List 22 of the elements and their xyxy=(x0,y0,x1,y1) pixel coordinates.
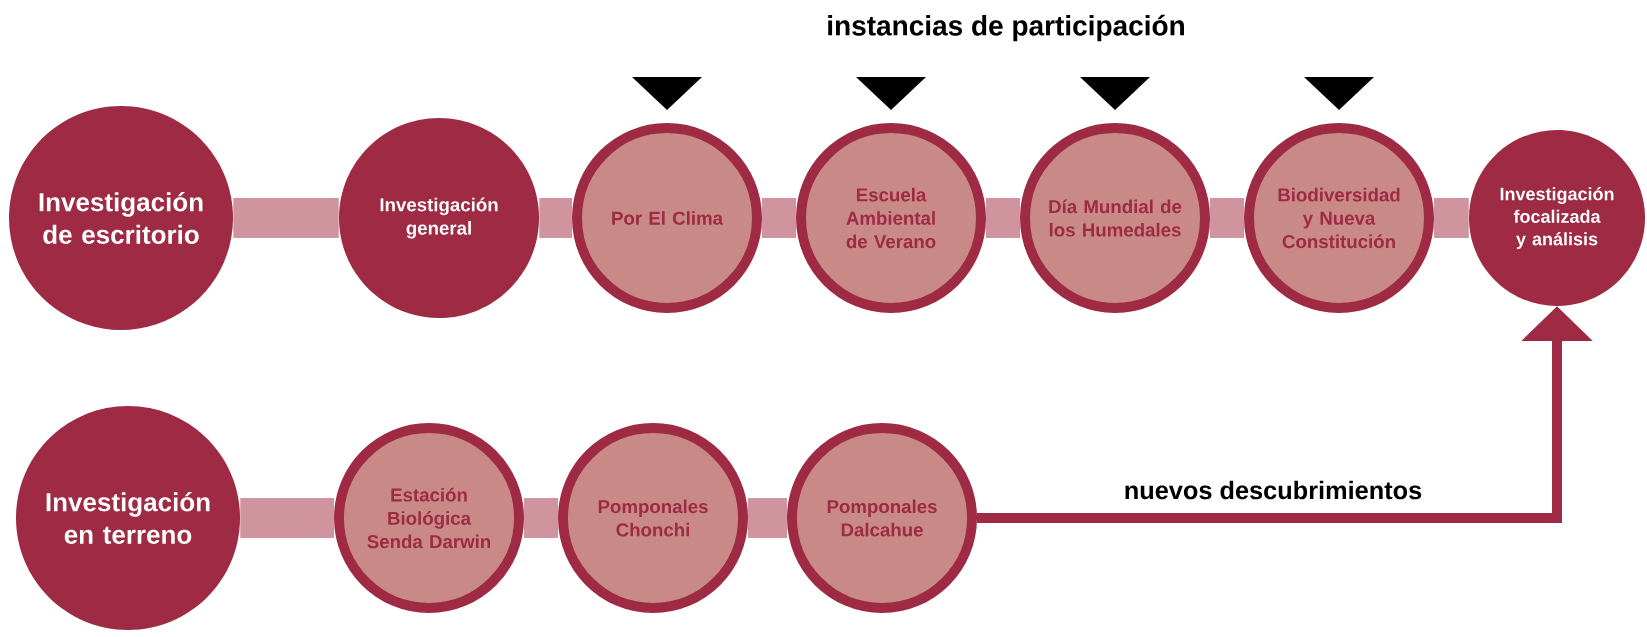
circle-node: Investigación focalizada y análisis xyxy=(1469,130,1645,306)
connector-band xyxy=(1434,198,1469,238)
connector-band xyxy=(748,498,787,538)
connector-band xyxy=(1210,198,1244,238)
circle-node: Investigación en terreno xyxy=(16,406,240,630)
circle-node: Biodiversidad y Nueva Constitución xyxy=(1244,123,1434,313)
connector-band xyxy=(524,498,558,538)
circle-node: Pomponales Chonchi xyxy=(558,423,748,613)
circle-node: Día Mundial de los Humedales xyxy=(1020,123,1210,313)
connector-band xyxy=(233,198,339,238)
circle-node: Estación Biológica Senda Darwin xyxy=(334,423,524,613)
circle-node: Por El Clima xyxy=(572,123,762,313)
circle-node: Investigación de escritorio xyxy=(9,106,233,330)
connector-band xyxy=(240,498,334,538)
connector-band xyxy=(762,198,796,238)
circle-node: Escuela Ambiental de Verano xyxy=(796,123,986,313)
title: instancias de participación xyxy=(828,14,1184,42)
circle-node: Investigación general xyxy=(339,118,539,318)
connector-band xyxy=(986,198,1020,238)
connector-band xyxy=(539,198,572,238)
circle-node: Pomponales Dalcahue xyxy=(787,423,977,613)
edge-label: nuevos descubrimientos xyxy=(1121,478,1425,502)
